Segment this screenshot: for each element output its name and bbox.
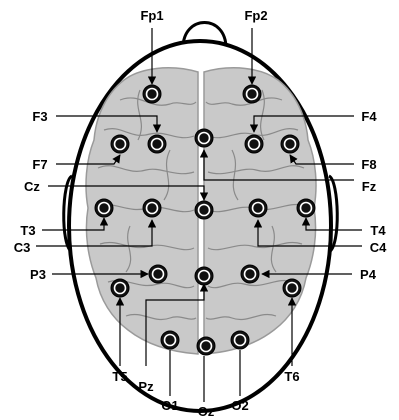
electrode-T3 bbox=[94, 198, 114, 218]
label-C4: C4 bbox=[370, 240, 387, 255]
label-Fp2: Fp2 bbox=[244, 8, 267, 23]
leader-Fz bbox=[199, 149, 354, 181]
electrode-Pz bbox=[194, 266, 214, 286]
label-T4: T4 bbox=[370, 223, 386, 238]
label-T6: T6 bbox=[284, 369, 299, 384]
label-Fp1: Fp1 bbox=[140, 8, 163, 23]
leader-F3 bbox=[56, 115, 162, 133]
label-Fz: Fz bbox=[362, 179, 377, 194]
electrode-T4 bbox=[296, 198, 316, 218]
electrode-F3 bbox=[147, 134, 167, 154]
leader-C3 bbox=[36, 219, 157, 247]
label-F4: F4 bbox=[361, 109, 377, 124]
label-T5: T5 bbox=[112, 369, 127, 384]
label-P3: P3 bbox=[30, 267, 46, 282]
electrode-Fp1 bbox=[142, 84, 162, 104]
leader-F7 bbox=[56, 154, 121, 165]
electrode-T5 bbox=[110, 278, 130, 298]
electrode-P3 bbox=[148, 264, 168, 284]
leader-Cz bbox=[48, 185, 209, 201]
electrode-C4 bbox=[248, 198, 268, 218]
electrode-Oz bbox=[196, 336, 216, 356]
label-Pz: Pz bbox=[138, 379, 154, 394]
leader-C4 bbox=[253, 219, 362, 247]
brain-folds bbox=[95, 89, 307, 320]
label-F7: F7 bbox=[32, 157, 47, 172]
electrode-F8 bbox=[280, 134, 300, 154]
electrode-F4 bbox=[244, 134, 264, 154]
label-C3: C3 bbox=[14, 240, 31, 255]
label-F8: F8 bbox=[361, 157, 376, 172]
electrode-F7 bbox=[110, 134, 130, 154]
leader-lines bbox=[36, 28, 362, 402]
electrode-labels: Fp1 Fp2 F3 F4 F7 F8 Cz Fz T3 T4 C3 C4 P3… bbox=[14, 8, 387, 419]
leader-T4 bbox=[301, 217, 362, 231]
label-O2: O2 bbox=[231, 398, 248, 413]
leader-T3 bbox=[42, 217, 109, 231]
electrode-C3 bbox=[142, 198, 162, 218]
label-F3: F3 bbox=[32, 109, 47, 124]
leader-Pz bbox=[145, 283, 209, 366]
electrode-T6 bbox=[282, 278, 302, 298]
electrode-Fp2 bbox=[242, 84, 262, 104]
electrode-O1 bbox=[160, 330, 180, 350]
label-P4: P4 bbox=[360, 267, 377, 282]
leader-F4 bbox=[249, 115, 354, 133]
label-T3: T3 bbox=[20, 223, 35, 238]
electrode-layer bbox=[94, 84, 316, 356]
electrode-O2 bbox=[230, 330, 250, 350]
electrode-P4 bbox=[240, 264, 260, 284]
label-Cz: Cz bbox=[24, 179, 40, 194]
label-O1: O1 bbox=[161, 398, 178, 413]
electrode-Fz bbox=[194, 128, 214, 148]
leader-F8 bbox=[289, 154, 354, 165]
label-Oz: Oz bbox=[198, 404, 215, 419]
electrode-Cz bbox=[194, 200, 214, 220]
